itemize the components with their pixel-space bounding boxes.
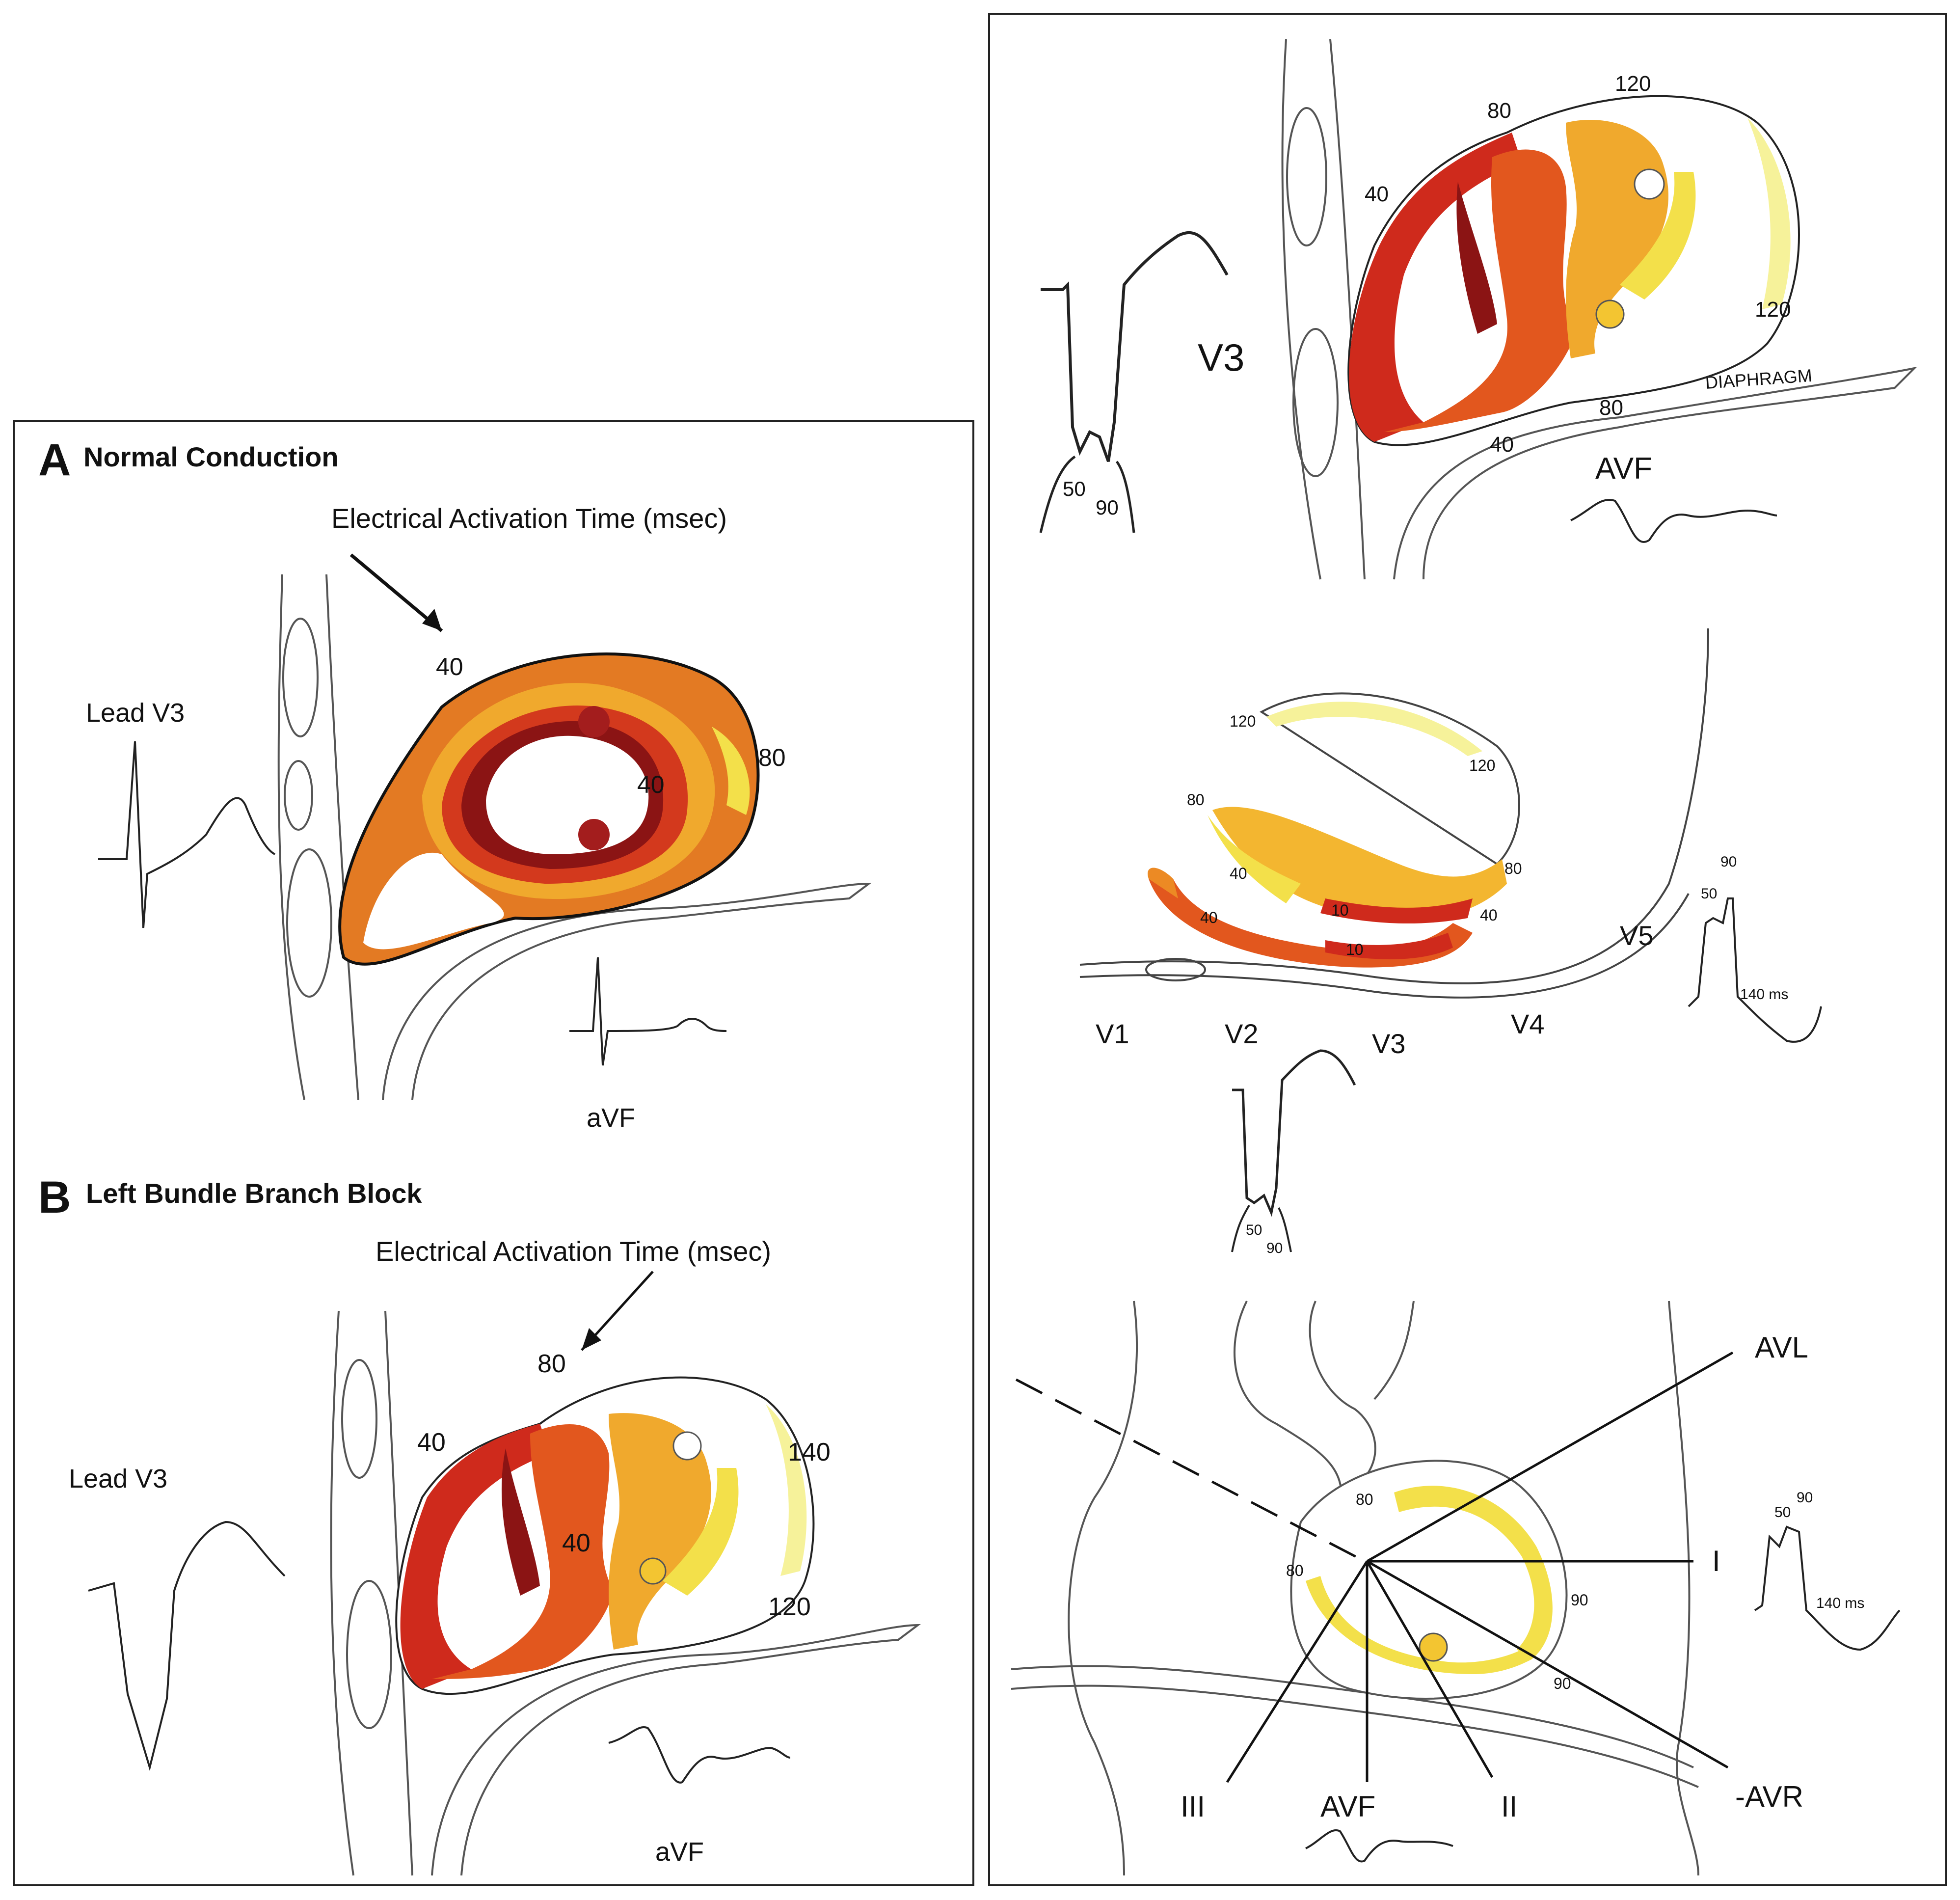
panel-a-avf-trace: [569, 957, 727, 1066]
panel-a-title: Normal Conduction: [83, 441, 339, 472]
panel-a-heart: [338, 652, 760, 966]
right-middle-lead-v5: V5: [1620, 920, 1654, 951]
right-bottom-time-80b: 80: [1286, 1562, 1304, 1579]
right-top-avf-label: AVF: [1595, 452, 1652, 486]
right-bottom-dashed-axis: [1015, 1378, 1366, 1563]
panel-b-time-inferior: 120: [768, 1593, 811, 1621]
right-middle-lead-v2: V2: [1225, 1018, 1259, 1049]
panel-b-avf-trace: [608, 1726, 791, 1784]
right-top-panel: DIAPHRAGM 80 120 40 120 80 40 V3 50 90 A…: [1039, 39, 1918, 580]
panel-b-diaphragm: [431, 1624, 921, 1876]
right-middle-time-80b: 80: [1504, 860, 1522, 877]
right-middle-v3-trace: [1232, 1049, 1356, 1217]
panel-b-spine: [330, 1310, 413, 1876]
right-top-tick-90: 90: [1096, 496, 1119, 519]
right-bottom-panel: AVL I -AVR II AVF III 80 80 90 90 50 90 …: [1011, 1301, 1901, 1876]
right-bottom-ecg-trace: [1754, 1525, 1901, 1651]
panel-a-lead-v3-label: Lead V3: [86, 698, 185, 728]
right-bottom-axis-avr: -AVR: [1735, 1780, 1803, 1813]
right-top-time-40a: 40: [1365, 182, 1389, 206]
panel-b-time-top: 80: [537, 1350, 566, 1378]
right-bottom-axis-i: I: [1712, 1545, 1720, 1577]
panel-a-activation-label: Electrical Activation Time (msec): [331, 503, 727, 534]
right-middle-v5-t140: 140 ms: [1740, 986, 1788, 1003]
right-middle-time-120b: 120: [1469, 757, 1495, 774]
right-bottom-axis-ii: II: [1501, 1790, 1517, 1823]
panel-a-letter: A: [38, 435, 71, 485]
panel-b-time-lateral: 140: [788, 1438, 831, 1466]
right-top-time-40b: 40: [1490, 433, 1514, 457]
right-bottom-time-80a: 80: [1356, 1491, 1373, 1508]
right-bottom-ecg-t140: 140 ms: [1816, 1595, 1864, 1611]
right-middle-time-120a: 120: [1230, 712, 1256, 730]
panel-frame-right: [988, 13, 1947, 1886]
right-middle-chest-wall: [1079, 628, 1709, 984]
right-bottom-ecg-t50: 50: [1774, 1504, 1791, 1520]
panel-b-lead-v3-trace: [88, 1520, 286, 1771]
right-middle-lead-v4: V4: [1511, 1008, 1545, 1039]
panel-a-avf-label: aVF: [587, 1103, 635, 1133]
panel-a-arrowhead: [422, 609, 442, 631]
right-top-v3-baseline: [1039, 455, 1135, 533]
right-bottom-time-90a: 90: [1571, 1591, 1588, 1609]
right-middle-v3-baseline: [1231, 1204, 1292, 1252]
panel-b-lead-v3-label: Lead V3: [69, 1464, 167, 1493]
right-top-avf-trace: [1570, 499, 1777, 543]
panel-a-spine: [277, 574, 359, 1100]
right-bottom-heart: [1290, 1460, 1568, 1700]
right-middle-lead-v1: V1: [1096, 1018, 1129, 1049]
panel-b-time-septum: 40: [562, 1529, 591, 1557]
panel-a: A Normal Conduction Electrical Activatio…: [38, 435, 872, 1133]
panel-b: B Left Bundle Branch Block Electrical Ac…: [38, 1172, 921, 1876]
right-middle-v5-t50: 50: [1701, 886, 1717, 902]
panel-b-time-left: 40: [417, 1428, 446, 1457]
right-bottom-ecg-t90: 90: [1797, 1490, 1813, 1506]
panel-a-time-epi-top: 40: [436, 653, 463, 680]
right-top-heart: [1347, 95, 1800, 446]
right-bottom-axis-avl: AVL: [1755, 1331, 1808, 1364]
panel-b-arrowhead: [582, 1328, 601, 1350]
right-bottom-lead-axes: [1226, 1351, 1734, 1783]
panel-b-heart: [395, 1376, 815, 1695]
right-middle-rib: [1145, 958, 1206, 981]
panel-frame-left: [13, 420, 974, 1886]
right-bottom-axis-avf: AVF: [1320, 1790, 1375, 1823]
panel-b-title: Left Bundle Branch Block: [86, 1178, 422, 1209]
right-top-time-80: 80: [1487, 99, 1511, 123]
right-middle-v3-t50: 50: [1246, 1222, 1262, 1238]
right-middle-heart: [1148, 692, 1520, 968]
right-middle-v5-trace: [1688, 897, 1822, 1043]
right-top-spine: [1281, 39, 1366, 580]
right-bottom-time-90b: 90: [1554, 1675, 1571, 1692]
right-middle-lead-v3: V3: [1372, 1028, 1406, 1059]
right-middle-time-80a: 80: [1187, 791, 1205, 809]
panel-b-letter: B: [38, 1172, 71, 1222]
right-top-lead-label: V3: [1198, 336, 1244, 379]
right-middle-v3-t90: 90: [1266, 1240, 1283, 1256]
right-middle-v5-t90: 90: [1720, 854, 1737, 870]
panel-b-avf-label: aVF: [655, 1837, 704, 1867]
right-middle-time-40a: 40: [1230, 865, 1247, 882]
right-top-tick-50: 50: [1063, 477, 1086, 500]
right-top-time-80b: 80: [1599, 396, 1623, 420]
right-middle-time-40c: 40: [1480, 906, 1498, 924]
right-middle-time-10b: 10: [1346, 941, 1364, 958]
right-middle-time-10a: 10: [1331, 901, 1349, 919]
right-bottom-axis-iii: III: [1181, 1790, 1205, 1823]
panel-a-lead-v3-trace: [98, 741, 276, 928]
right-middle-time-40b: 40: [1200, 909, 1218, 926]
right-top-time-120b: 120: [1755, 298, 1791, 322]
panel-b-activation-label: Electrical Activation Time (msec): [376, 1236, 771, 1267]
right-top-diaphragm: [1393, 366, 1918, 580]
right-top-time-120a: 120: [1615, 72, 1651, 96]
panel-a-time-lateral: 80: [758, 744, 786, 771]
right-top-v3-trace: [1041, 231, 1229, 462]
panel-a-time-inner: 40: [637, 771, 665, 798]
right-middle-chest-wall-inner: [1079, 893, 1690, 999]
panel-a-diaphragm: [382, 882, 872, 1100]
right-bottom-avf-trace: [1305, 1829, 1453, 1863]
right-middle-panel: 120 120 80 80 40 40 40 10 10 V1 V2 V3 V4…: [1079, 628, 1822, 1256]
